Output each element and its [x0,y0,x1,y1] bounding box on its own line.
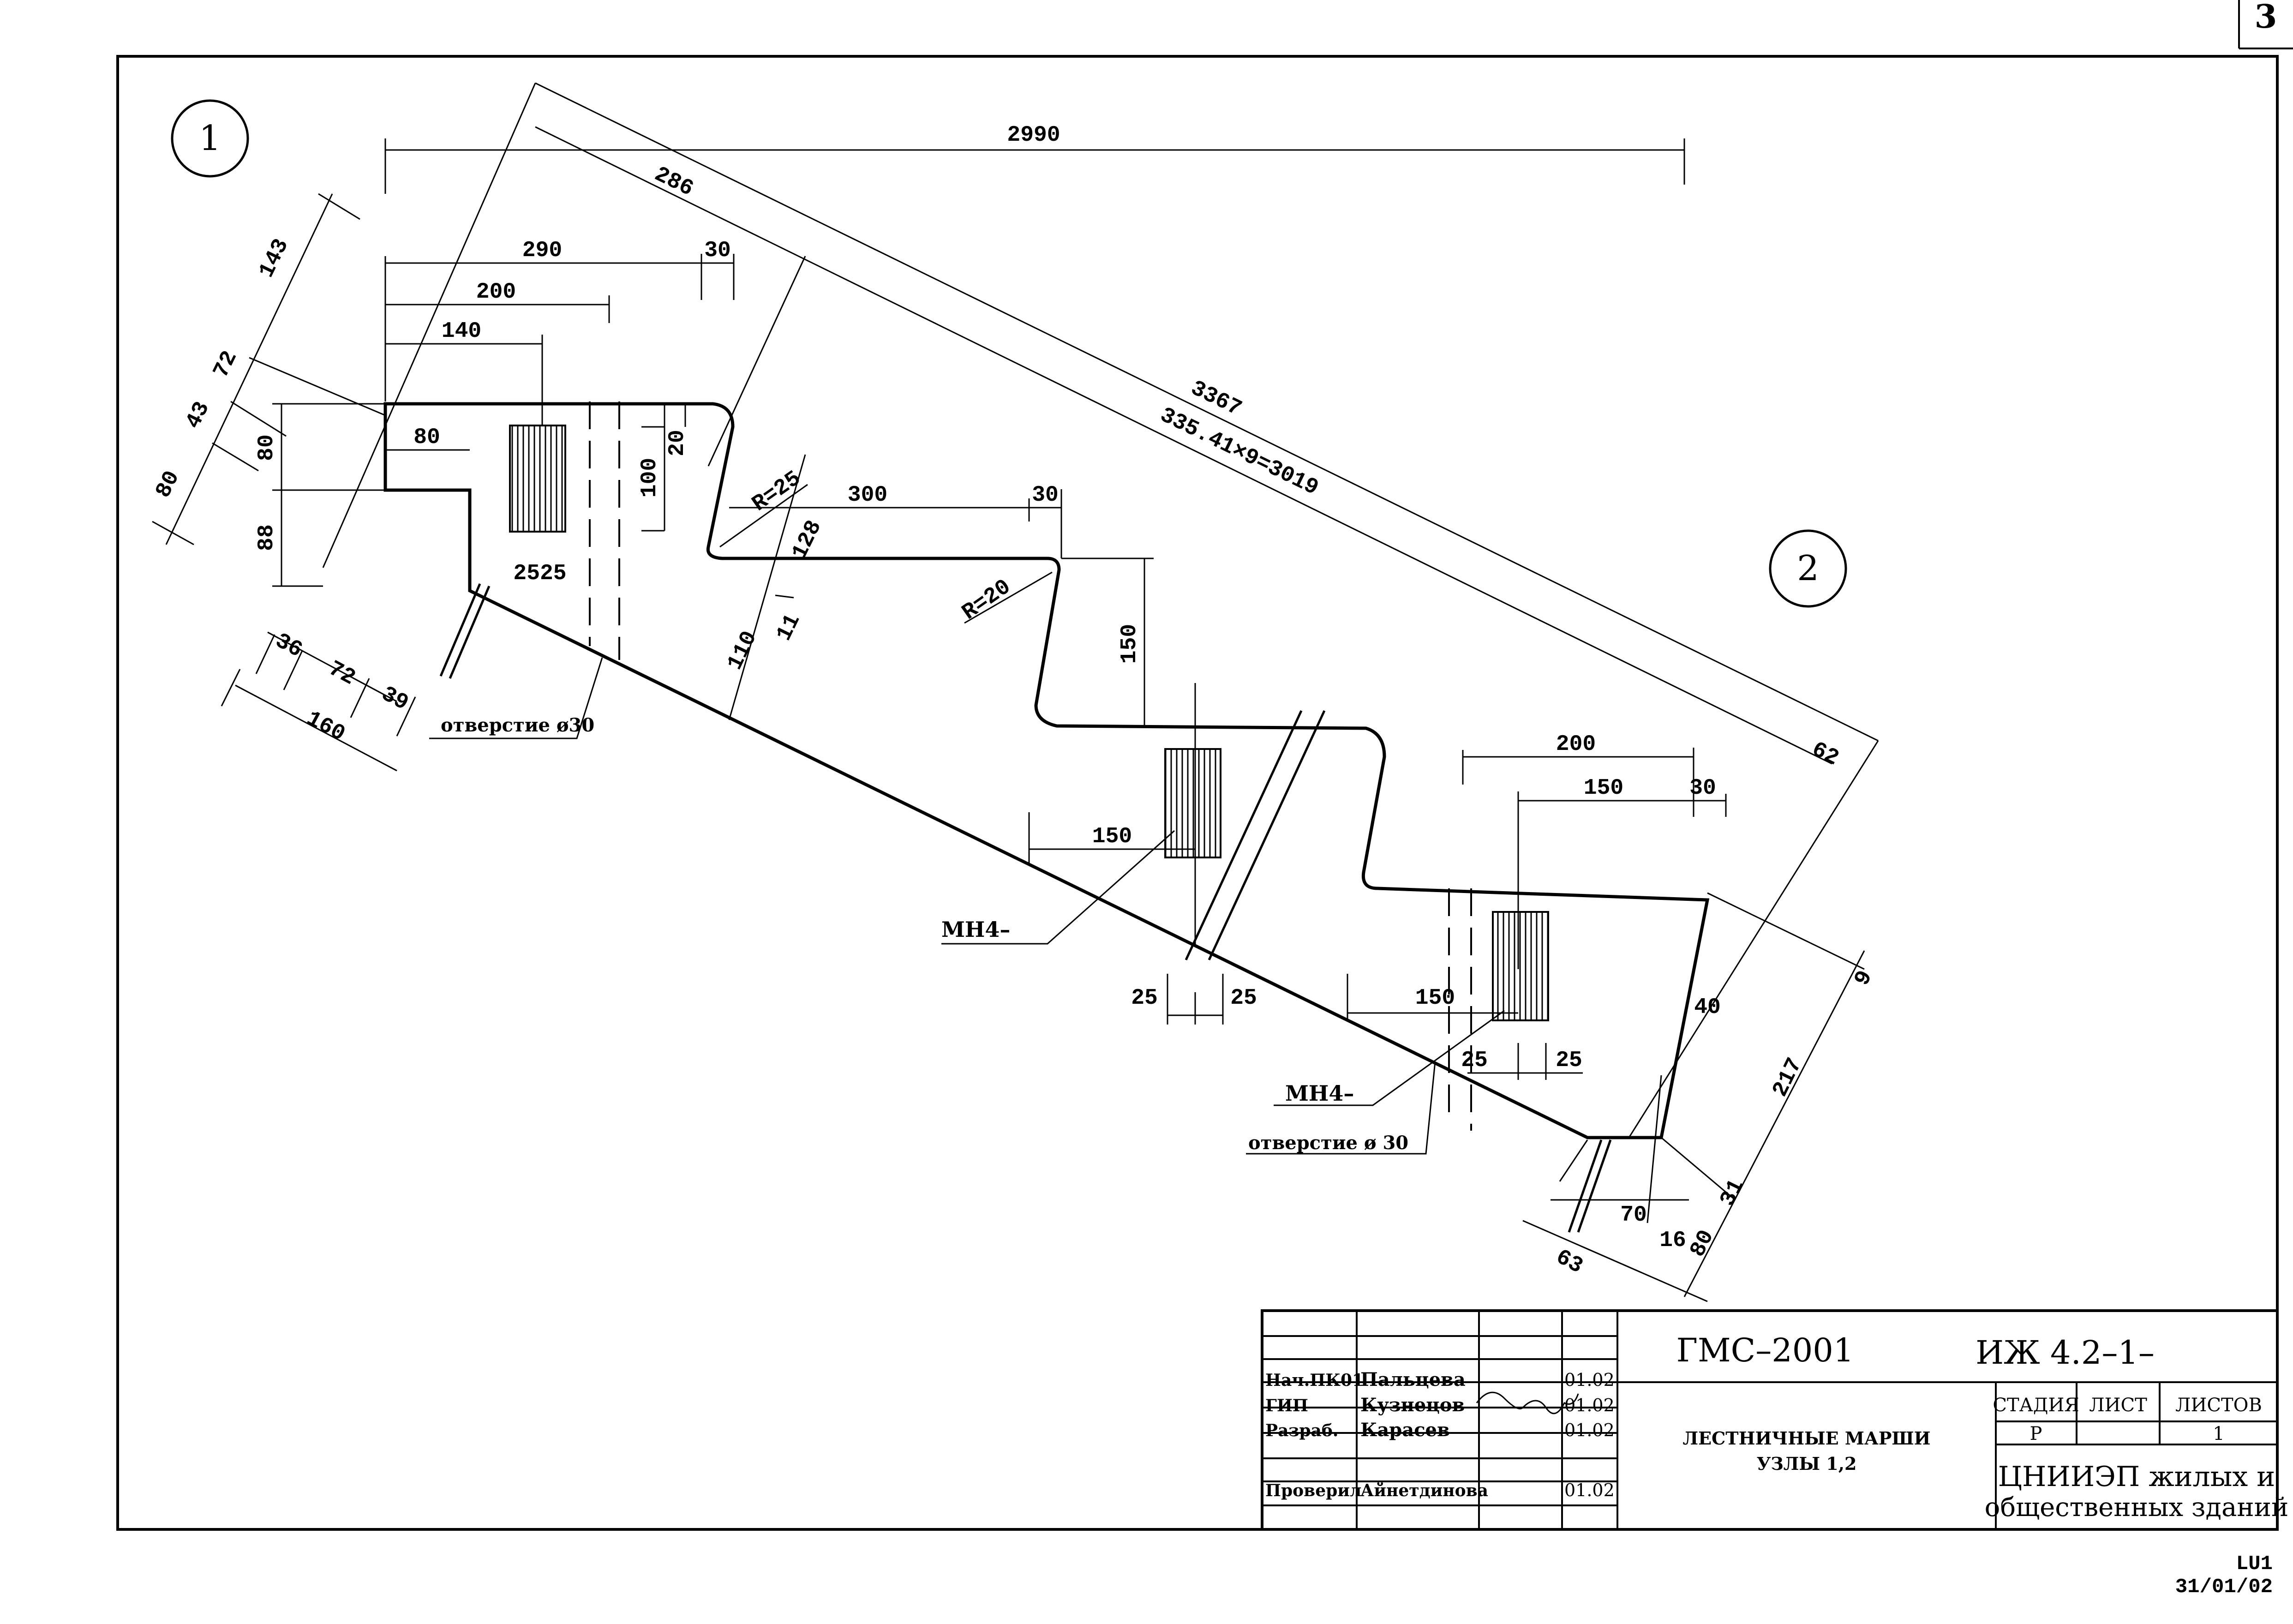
row-date-2: 01.02 [1564,1420,1615,1440]
dim-290: 290 [522,238,562,263]
dim-62: 62 [1808,737,1843,771]
signature [1476,1391,1579,1414]
corner-sheet-number: 3 [2238,0,2293,49]
dim-110: 110 [723,627,762,674]
dim-25b: 25 [1230,986,1257,1011]
dim-25a: 25 [1131,986,1158,1011]
dim-200a: 200 [476,280,516,305]
drawing-frame [116,55,2279,1531]
embedded-plate-2 [1164,748,1221,858]
sheets-value: 1 [2213,1423,2224,1444]
dim-25d: 25 [1556,1048,1582,1073]
dim-80d: 80 [1685,1226,1719,1261]
dim-100: 100 [637,458,662,497]
node-marker-2: 2 [1769,529,1847,608]
node-number-1: 1 [199,118,221,158]
row-date-3: 01.02 [1564,1480,1615,1500]
row-role-1: ГИП [1265,1396,1308,1415]
stage-header: СТАДИЯ [1993,1395,2079,1416]
dim-30b: 30 [1032,483,1059,508]
dim-9: 9 [1850,967,1878,990]
dim-300: 300 [848,483,887,508]
title-block: ГМС–2001 ИЖ 4.2–1– ЛЕСТНИЧНЫЕ МАРШИ УЗЛЫ… [1261,1309,2289,1531]
node-number-2: 2 [1797,548,1819,588]
dim-217: 217 [1768,1054,1808,1101]
plot-date: 31/01/02 [2175,1576,2273,1599]
dim-30c: 30 [1689,776,1716,801]
dim-39: 39 [377,682,413,716]
dim-80b: 80 [151,467,185,502]
dim-335: 335.41×9=3019 [1156,403,1322,501]
row-role-2: Разраб. [1265,1421,1338,1440]
dim-80c: 80 [254,434,279,461]
dimension-lines [152,82,1879,1302]
dim-150b: 150 [1092,824,1132,849]
dim-286: 286 [651,162,697,202]
dim-25c: 25 [1461,1048,1488,1073]
row-name-1: Кузнецов [1360,1394,1465,1416]
dim-20: 20 [665,430,690,456]
dim-11: 11 [772,610,806,645]
dim-40: 40 [1694,995,1721,1020]
dim-16: 16 [1659,1228,1686,1253]
org-line-1: ЦНИИЭП жилых и [1998,1461,2275,1493]
dim-63: 63 [1552,1245,1587,1279]
title-project: ГМС–2001 [1676,1331,1854,1369]
dim-70: 70 [1620,1203,1647,1228]
dim-140: 140 [442,319,481,344]
dim-143: 143 [254,235,294,282]
dim-200b: 200 [1556,732,1596,757]
title-line-2: УЗЛЫ 1,2 [1757,1453,1857,1474]
mh4-callout-2: МН4– [1285,1081,1354,1106]
dim-72b: 72 [324,656,359,691]
row-role-0: Нач.ПК01 [1265,1371,1364,1390]
plot-code: LU1 [2236,1552,2273,1576]
dim-128: 128 [787,516,827,563]
break-lines [439,583,1612,1233]
dim-30a: 30 [704,238,731,263]
dim-2525: 2525 [513,561,566,586]
row-role-3: Проверил [1265,1481,1361,1500]
row-name-2: Карасев [1360,1419,1450,1441]
dim-150a: 150 [1117,624,1142,664]
dim-72a: 72 [209,347,243,382]
dim-150d: 150 [1415,986,1455,1011]
dim-3367: 3367 [1187,376,1245,422]
hole-callout-1: отверстие ø30 [441,714,594,736]
title-code: ИЖ 4.2–1– [1976,1334,2155,1372]
title-line-1: ЛЕСТНИЧНЫЕ МАРШИ [1682,1428,1930,1449]
dim-2990: 2990 [1007,123,1060,148]
org-line-2: общественных зданий [1985,1492,2289,1522]
dim-150c: 150 [1584,776,1623,801]
hole-centerlines [589,402,1472,1131]
dim-43: 43 [181,398,215,432]
leader-lines [429,484,1505,1155]
dim-r25: R=25 [748,466,805,517]
dim-r20: R=20 [958,575,1015,625]
stage-value: Р [2030,1423,2042,1444]
dim-88: 88 [254,524,279,551]
sheets-header: ЛИСТОВ [2175,1395,2262,1416]
dim-160: 160 [302,706,349,747]
row-name-3: Айнетдинова [1360,1481,1488,1500]
row-name-0: Пальцева [1360,1369,1466,1390]
node-marker-1: 1 [171,99,249,178]
dim-36: 36 [271,629,306,663]
row-date-0: 01.02 [1564,1370,1615,1390]
sheet-header: ЛИСТ [2089,1395,2147,1416]
embedded-plate-1 [509,425,566,533]
row-date-1: 01.02 [1564,1395,1615,1415]
dim-80a: 80 [413,425,440,450]
mh4-callout-1: МН4– [941,917,1010,942]
stair-outline [383,402,1710,1139]
corner-number-text: 3 [2255,0,2277,36]
embedded-plate-3 [1492,911,1549,1021]
hole-callout-2: отверстие ø 30 [1248,1132,1408,1154]
